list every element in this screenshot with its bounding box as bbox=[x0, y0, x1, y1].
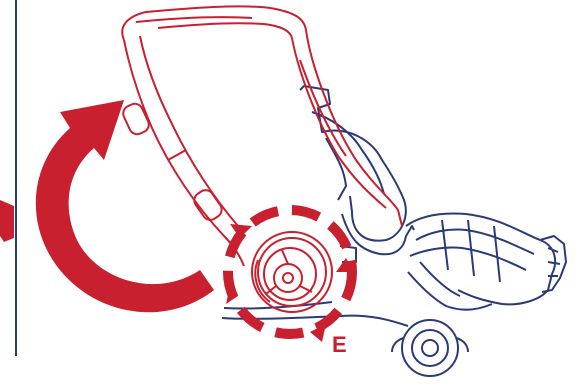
adjust-ring-icon bbox=[226, 210, 354, 342]
adjust-knob bbox=[252, 232, 332, 312]
side-arrow-icon bbox=[0, 200, 14, 242]
headgear bbox=[222, 86, 566, 376]
callout-label-e: E bbox=[332, 332, 347, 357]
rotation-arrow-icon bbox=[36, 100, 214, 312]
